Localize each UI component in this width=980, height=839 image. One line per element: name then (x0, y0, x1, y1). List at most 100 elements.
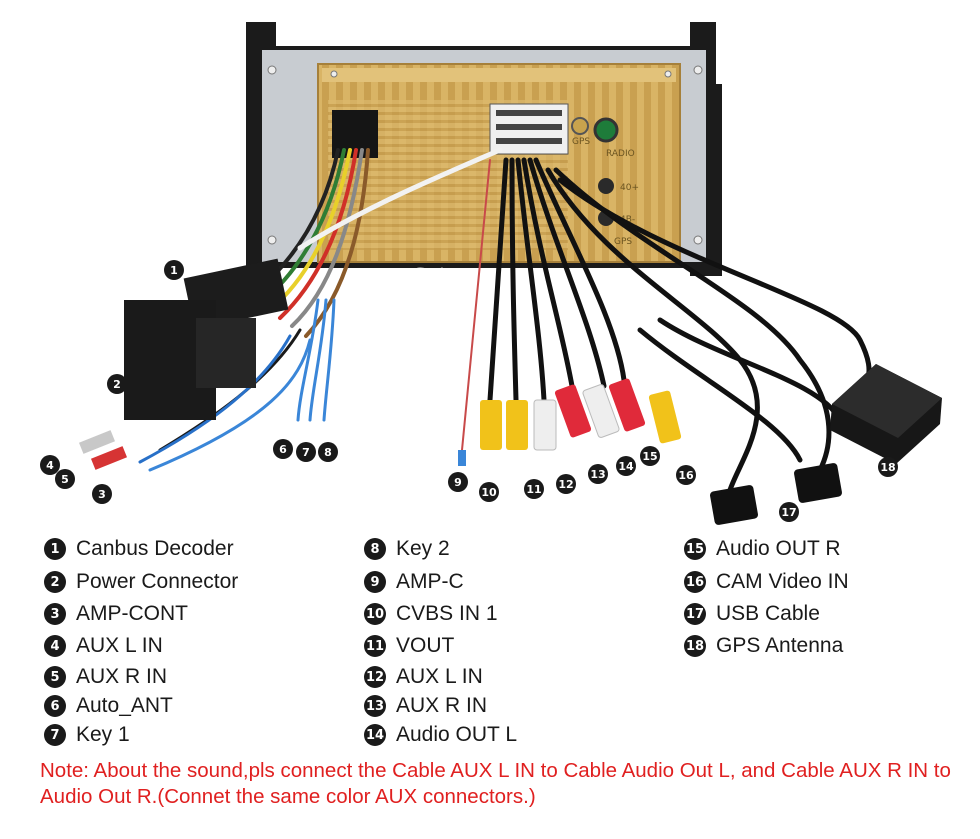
svg-text:3: 3 (98, 488, 106, 501)
left-harness-wires (138, 147, 503, 472)
svg-text:11: 11 (526, 483, 541, 496)
legend-badge: 16 (684, 571, 706, 593)
legend-item-6: 6 Auto_ANT (44, 691, 173, 721)
svg-text:5: 5 (61, 473, 69, 486)
legend-item-15: 15 Audio OUT R (684, 534, 841, 564)
svg-text:10: 10 (481, 486, 497, 499)
legend-item-1: 1 Canbus Decoder (44, 534, 234, 564)
callout-14: 14 (616, 456, 636, 476)
legend-badge: 8 (364, 538, 386, 560)
legend-item-4: 4 AUX L IN (44, 631, 163, 661)
svg-text:8: 8 (324, 446, 332, 459)
legend-label: USB Cable (716, 602, 820, 625)
callout-15: 15 (640, 446, 660, 466)
svg-text:13: 13 (590, 468, 605, 481)
legend-badge: 13 (364, 695, 386, 717)
screw-holes (267, 65, 703, 245)
legend-badge: 2 (44, 571, 66, 593)
legend-badge: 18 (684, 635, 706, 657)
svg-text:12: 12 (558, 478, 573, 491)
center-cables (461, 157, 627, 451)
svg-text:4: 4 (46, 459, 54, 472)
svg-text:7: 7 (302, 446, 310, 459)
legend-label: Audio OUT R (716, 537, 841, 560)
callout-12: 12 (556, 474, 576, 494)
wiring-diagram: GPS RADIO 40+ 4B- GPS Seicane (40, 22, 942, 525)
legend-badge: 7 (44, 724, 66, 746)
legend-label: AUX R IN (396, 694, 488, 717)
callout-9: 9 (448, 472, 468, 492)
callout-13: 13 (588, 464, 608, 484)
callout-16: 16 (676, 465, 696, 485)
gps-socket (571, 117, 589, 135)
legend-item-8: 8 Key 2 (364, 534, 450, 564)
center-rca-plugs (458, 378, 682, 466)
legend-item-11: 11 VOUT (364, 631, 454, 661)
legend-badge: 4 (44, 635, 66, 657)
svg-text:14: 14 (618, 460, 634, 473)
legend-badge: 6 (44, 695, 66, 717)
legend-badge: 17 (684, 603, 706, 625)
svg-text:6: 6 (279, 443, 287, 456)
legend-badge: 9 (364, 571, 386, 593)
power-connector (124, 300, 256, 420)
callout-7: 7 (296, 442, 316, 462)
callout-1: 1 (164, 260, 184, 280)
legend-label: Key 2 (396, 537, 450, 560)
legend-label: CAM Video IN (716, 570, 849, 593)
legend-label: Canbus Decoder (76, 537, 234, 560)
legend-badge: 15 (684, 538, 706, 560)
radio-label: RADIO (606, 149, 635, 159)
callout-4: 4 (40, 455, 60, 475)
legend-item-18: 18 GPS Antenna (684, 631, 843, 661)
legend-label: CVBS IN 1 (396, 602, 498, 625)
legend-label: AUX R IN (76, 665, 168, 688)
callout-18: 18 (878, 457, 898, 477)
usb-plugs (710, 463, 842, 525)
legend-item-17: 17 USB Cable (684, 599, 820, 629)
legend-item-9: 9 AMP-C (364, 567, 464, 597)
legend-label: AMP-CONT (76, 602, 188, 625)
legend-badge: 14 (364, 724, 386, 746)
legend-badge: 12 (364, 666, 386, 688)
legend-label: VOUT (396, 634, 455, 657)
callout-10: 10 (479, 482, 499, 502)
legend-item-13: 13 AUX R IN (364, 691, 487, 721)
usb-gps-cables (545, 167, 872, 493)
legend-label: GPS Antenna (716, 634, 844, 657)
left-rca-plugs (78, 430, 128, 470)
gps-antenna (830, 364, 942, 464)
radio-socket (593, 117, 619, 143)
legend-item-10: 10 CVBS IN 1 (364, 599, 498, 629)
callout-17: 17 (779, 502, 799, 522)
legend-badge: 1 (44, 538, 66, 560)
legend-label: AUX L IN (76, 634, 163, 657)
sound-connection-note: Note: About the sound,pls connect the Ca… (40, 759, 951, 808)
svg-text:9: 9 (454, 476, 462, 489)
callout-11: 11 (524, 479, 544, 499)
svg-text:18: 18 (880, 461, 895, 474)
legend-badge: 3 (44, 603, 66, 625)
legend-item-14: 14 Audio OUT L (364, 720, 517, 750)
legend-item-16: 16 CAM Video IN (684, 567, 849, 597)
legend-label: Power Connector (76, 570, 239, 593)
gps-label-bottom: GPS (614, 237, 632, 247)
svg-text:17: 17 (781, 506, 796, 519)
legend-item-2: 2 Power Connector (44, 567, 238, 597)
legend-label: Auto_ANT (76, 694, 173, 717)
legend-label: AUX L IN (396, 665, 483, 688)
svg-text:1: 1 (170, 264, 178, 277)
legend-item-3: 3 AMP-CONT (44, 599, 188, 629)
legend-label: AMP-C (396, 570, 464, 593)
svg-text:16: 16 (678, 469, 694, 482)
40-plus-label: 40+ (620, 183, 639, 193)
legend-item-7: 7 Key 1 (44, 720, 130, 750)
callout-badges: 1 2 3 4 5 6 7 8 9 10 11 12 13 14 15 16 1… (40, 260, 898, 522)
gps-label: GPS (572, 137, 590, 147)
legend-label: Audio OUT L (396, 723, 518, 746)
legend-item-12: 12 AUX L IN (364, 662, 483, 692)
callout-8: 8 (318, 442, 338, 462)
4b-minus-label: 4B- (620, 215, 635, 225)
legend-badge: 11 (364, 635, 386, 657)
callout-2: 2 (107, 374, 127, 394)
